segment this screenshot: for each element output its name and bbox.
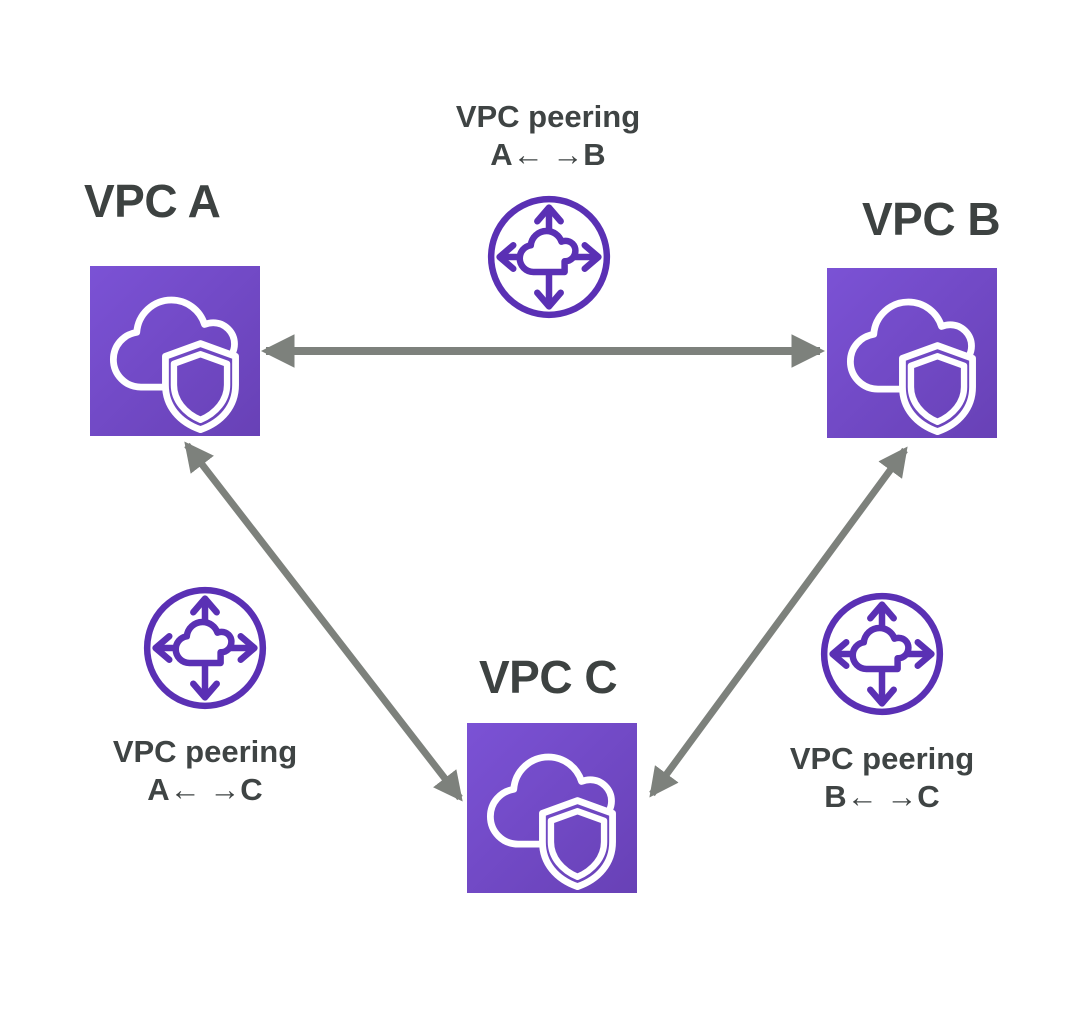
peering-ac-icon bbox=[140, 583, 270, 713]
cloud-shield-icon bbox=[90, 266, 260, 436]
vpc-c-label: VPC C bbox=[479, 651, 618, 703]
peering-ab-pair: A← →B bbox=[490, 137, 606, 172]
vpc-a-label: VPC A bbox=[84, 175, 221, 227]
peering-ac-labels: VPC peering A← →C bbox=[60, 733, 350, 809]
peering-ac-pair: A← →C bbox=[147, 772, 263, 807]
peering-bc-title: VPC peering bbox=[789, 741, 975, 776]
peering-bc-labels: VPC peering B← →C bbox=[737, 740, 1027, 816]
vpc-b-node bbox=[827, 268, 997, 438]
cloud-shield-icon bbox=[467, 723, 637, 893]
cloud-arrows-circle-icon bbox=[487, 195, 611, 319]
peering-bc-icon bbox=[817, 589, 947, 719]
vpc-a-node bbox=[90, 266, 260, 436]
peering-ab-icon bbox=[484, 192, 614, 322]
cloud-shield-icon bbox=[827, 268, 997, 438]
vpc-b-label: VPC B bbox=[862, 193, 1001, 245]
peering-bc-pair: B← →C bbox=[824, 779, 940, 814]
peering-ab-labels: VPC peering A← →B bbox=[403, 98, 693, 174]
peering-ab-title: VPC peering bbox=[455, 99, 641, 134]
vpc-c-node bbox=[467, 723, 637, 893]
peering-ac-title: VPC peering bbox=[112, 734, 298, 769]
cloud-arrows-circle-icon bbox=[143, 586, 267, 710]
cloud-arrows-circle-icon bbox=[820, 592, 944, 716]
